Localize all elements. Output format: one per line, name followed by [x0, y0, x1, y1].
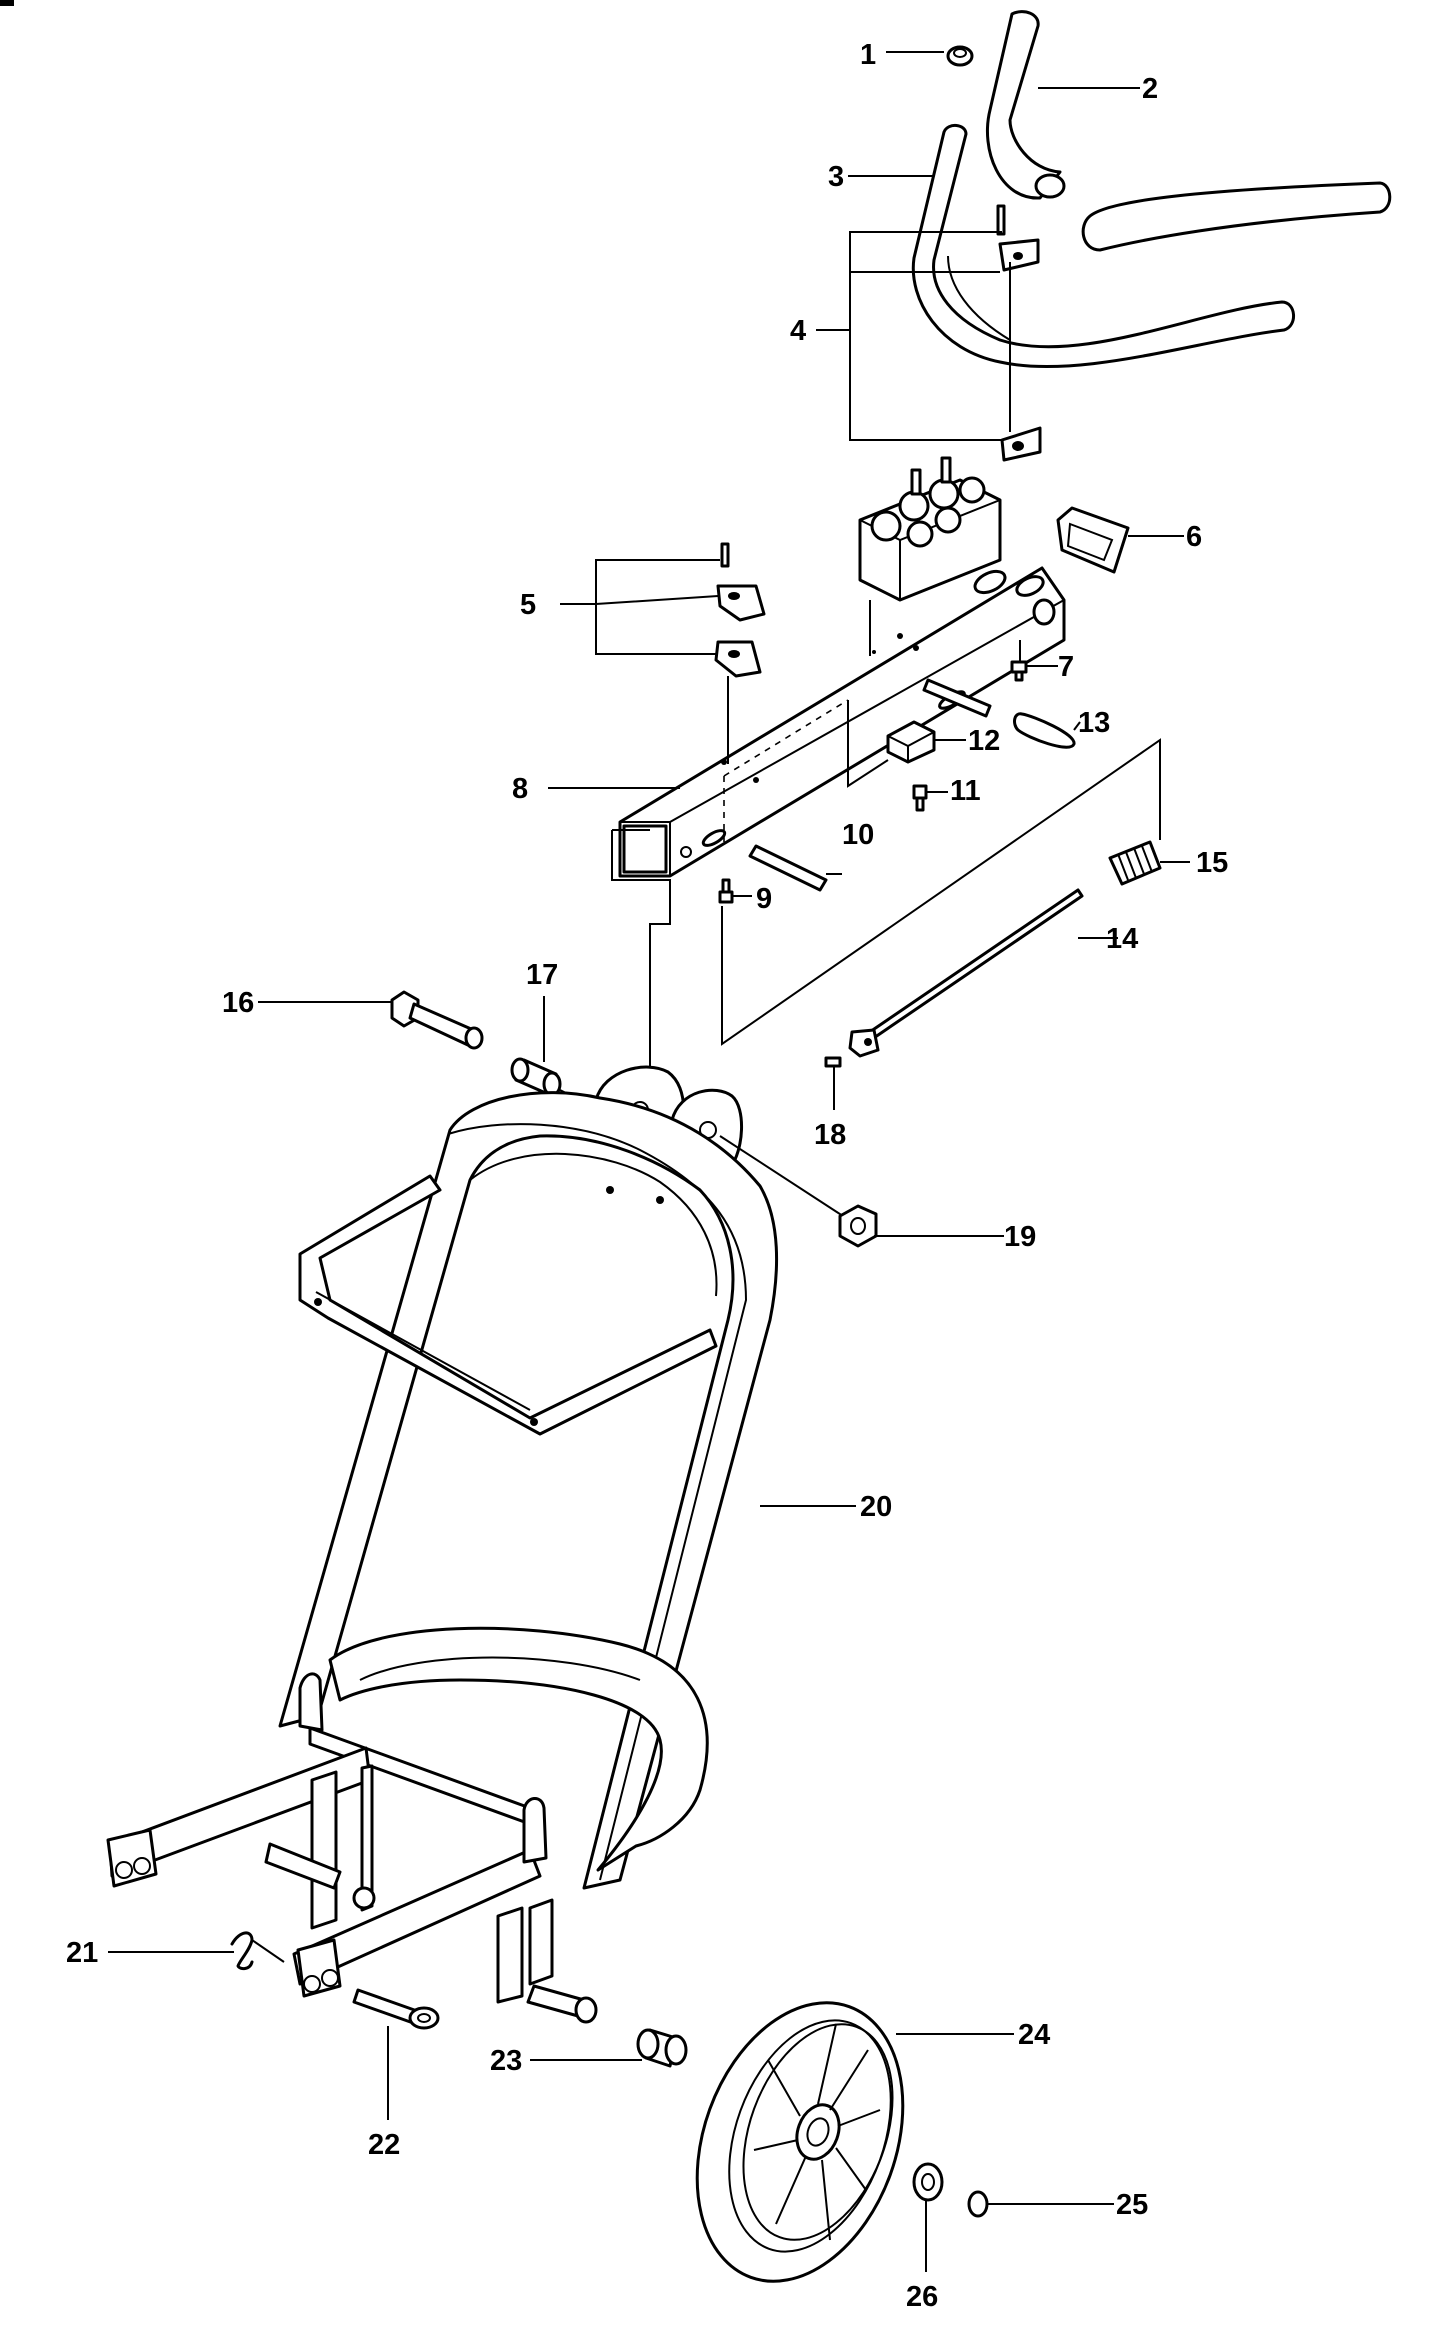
callout-19: 19 [1004, 1221, 1036, 1253]
part-11-screw [912, 784, 928, 812]
callout-10: 10 [842, 819, 874, 851]
part-17-spacer [510, 1057, 562, 1097]
callout-12: 12 [968, 725, 1000, 757]
callout-9: 9 [756, 883, 772, 915]
callout-7: 7 [1058, 651, 1074, 683]
part-8-beam [611, 566, 1066, 1080]
callout-22: 22 [368, 2129, 400, 2161]
handlebar-right [985, 10, 1392, 252]
part-4-clamp [996, 204, 1042, 462]
part-18-screw [824, 1056, 842, 1110]
callout-5: 5 [520, 589, 536, 621]
corner-mark [0, 0, 14, 6]
part-10-pin [748, 844, 828, 892]
part-21-clip [230, 1931, 285, 1971]
part-24-wheel [695, 2001, 905, 2283]
part-13-handle-pin [922, 678, 1076, 749]
part-5-clamp [714, 542, 766, 764]
part-26-washer [912, 2162, 944, 2202]
callout-23: 23 [490, 2045, 522, 2077]
callout-6: 6 [1186, 521, 1202, 553]
part-23-axle [526, 1984, 688, 2068]
handlebar-left [911, 124, 1295, 369]
callout-21: 21 [66, 1937, 98, 1969]
callout-17: 17 [526, 959, 558, 991]
callout-11: 11 [950, 775, 981, 807]
callout-2: 2 [1142, 73, 1158, 105]
callout-8: 8 [512, 773, 528, 805]
leader-lines [108, 51, 1190, 2272]
part-16-bolt [390, 990, 484, 1050]
part-25-ring [967, 2190, 989, 2218]
switch-box [858, 456, 1002, 602]
callout-14: 14 [1106, 923, 1138, 955]
callout-15: 15 [1196, 847, 1228, 879]
callout-26: 26 [906, 2281, 938, 2313]
callout-25: 25 [1116, 2189, 1148, 2221]
part-22-pin [352, 1988, 440, 2030]
callout-4: 4 [790, 315, 806, 347]
part-14-rod [721, 738, 1161, 1058]
part-20-frame [106, 1091, 779, 2004]
part-19-nut [838, 1204, 878, 1248]
callout-13: 13 [1078, 707, 1110, 739]
part-9-screw [718, 878, 734, 904]
callout-18: 18 [814, 1119, 846, 1151]
callout-labels: 1 2 3 4 5 6 7 8 9 10 11 12 13 14 15 16 1… [66, 39, 1228, 2313]
part-1-cap [946, 45, 974, 67]
part-15-spring [1108, 840, 1162, 886]
callout-20: 20 [860, 1491, 892, 1523]
part-12-block [847, 700, 936, 788]
part-6-gasket [1056, 506, 1130, 574]
callout-3: 3 [828, 161, 844, 193]
callout-16: 16 [222, 987, 254, 1019]
callout-1: 1 [860, 39, 876, 71]
callout-24: 24 [1018, 2019, 1050, 2051]
